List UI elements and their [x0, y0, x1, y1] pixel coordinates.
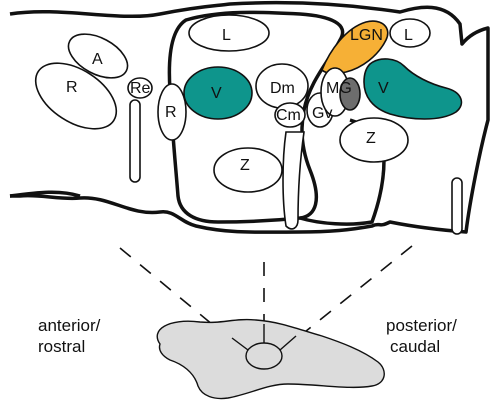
region-Z-left — [213, 147, 283, 193]
region-Z-right — [339, 117, 409, 163]
label-Re: Re — [130, 80, 151, 97]
brain-center-circle — [245, 342, 283, 370]
label-L-right: L — [404, 27, 413, 44]
label-Z-left: Z — [240, 157, 250, 174]
label-Cm: Cm — [276, 107, 301, 124]
label-V-right: V — [378, 80, 389, 97]
region-R-mid — [157, 83, 187, 141]
label-Gv: Gv — [312, 105, 332, 122]
caption-posterior-line1: posterior/ — [386, 316, 457, 335]
region-L-right — [389, 18, 431, 48]
label-Z-right: Z — [366, 130, 376, 147]
region-V-left[interactable] — [183, 66, 253, 120]
caption-anterior-line2: rostral — [38, 337, 86, 356]
brain-radial-line-right — [279, 335, 297, 351]
label-R-left: R — [66, 79, 78, 96]
region-Re-stalk — [129, 99, 141, 183]
projection-lines — [119, 245, 413, 345]
label-A: A — [92, 51, 103, 68]
brain-radial-line-left — [231, 337, 249, 351]
caption-posterior: posterior/ caudal — [386, 315, 457, 357]
region-Re — [127, 77, 153, 99]
region-right-stalk — [451, 177, 463, 235]
region-Cm — [274, 102, 306, 128]
thalamus-boundary — [167, 10, 345, 224]
label-MG: MG — [326, 80, 352, 97]
caption-posterior-line2: caudal — [390, 337, 441, 356]
section-bottom-left-edge — [9, 190, 81, 198]
region-R-left — [34, 62, 118, 130]
region-A — [67, 33, 129, 79]
label-V-left: V — [211, 85, 222, 102]
label-R-mid: R — [165, 104, 177, 121]
label-LGN: LGN — [350, 27, 383, 44]
region-stalk-center — [282, 131, 305, 230]
projection-line-right — [289, 245, 413, 345]
label-L-left: L — [222, 27, 231, 44]
region-V-right[interactable] — [363, 58, 463, 120]
caption-anterior: anterior/ rostral — [38, 315, 100, 357]
region-L-left — [188, 14, 270, 52]
brain-radial-lines — [231, 324, 297, 351]
label-Dm: Dm — [270, 80, 295, 97]
region-MG[interactable] — [339, 77, 361, 111]
section-outline — [9, 0, 490, 234]
caption-anterior-line1: anterior/ — [38, 316, 101, 335]
